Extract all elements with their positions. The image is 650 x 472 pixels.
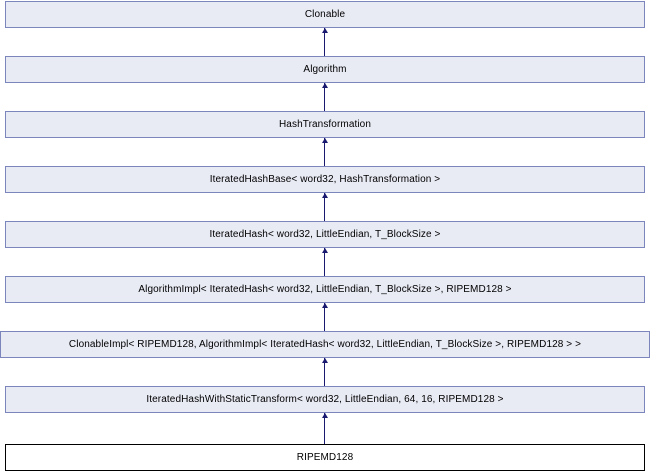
arrow-up-icon: [322, 138, 328, 143]
class-node-label: AlgorithmImpl< IteratedHash< word32, Lit…: [138, 283, 512, 295]
class-node-iterated-hash-base[interactable]: IteratedHashBase< word32, HashTransforma…: [5, 166, 645, 193]
inheritance-edge: [324, 413, 325, 444]
inheritance-edge: [324, 303, 325, 331]
class-node-label: RIPEMD128: [296, 451, 354, 463]
arrow-up-icon: [322, 193, 328, 198]
class-node-label: Clonable: [304, 8, 346, 20]
class-node-iterated-hash-with-static-transform[interactable]: IteratedHashWithStaticTransform< word32,…: [5, 386, 645, 413]
class-node-clonable-impl[interactable]: ClonableImpl< RIPEMD128, AlgorithmImpl< …: [0, 331, 650, 358]
arrow-up-icon: [322, 413, 328, 418]
class-node-label: IteratedHashWithStaticTransform< word32,…: [146, 393, 504, 405]
arrow-up-icon: [322, 248, 328, 253]
arrow-up-icon: [322, 83, 328, 88]
inheritance-edge: [324, 28, 325, 56]
arrow-up-icon: [322, 303, 328, 308]
class-node-algorithm-impl[interactable]: AlgorithmImpl< IteratedHash< word32, Lit…: [5, 276, 645, 303]
inheritance-edge: [324, 138, 325, 166]
class-node-label: Algorithm: [303, 63, 347, 75]
inheritance-edge: [324, 248, 325, 276]
class-node-iterated-hash[interactable]: IteratedHash< word32, LittleEndian, T_Bl…: [5, 221, 645, 248]
arrow-up-icon: [322, 28, 328, 33]
class-node-hash-transformation[interactable]: HashTransformation: [5, 111, 645, 138]
class-node-label: IteratedHash< word32, LittleEndian, T_Bl…: [209, 228, 441, 240]
class-node-label: ClonableImpl< RIPEMD128, AlgorithmImpl< …: [68, 338, 582, 350]
arrow-up-icon: [322, 358, 328, 363]
inheritance-edge: [324, 193, 325, 221]
class-node-algorithm[interactable]: Algorithm: [5, 56, 645, 83]
class-node-label: HashTransformation: [278, 118, 372, 130]
class-node-ripemd128[interactable]: RIPEMD128: [5, 444, 645, 471]
class-node-label: IteratedHashBase< word32, HashTransforma…: [209, 173, 441, 185]
inheritance-edge: [324, 358, 325, 386]
inheritance-edge: [324, 83, 325, 111]
class-node-clonable[interactable]: Clonable: [5, 1, 645, 28]
